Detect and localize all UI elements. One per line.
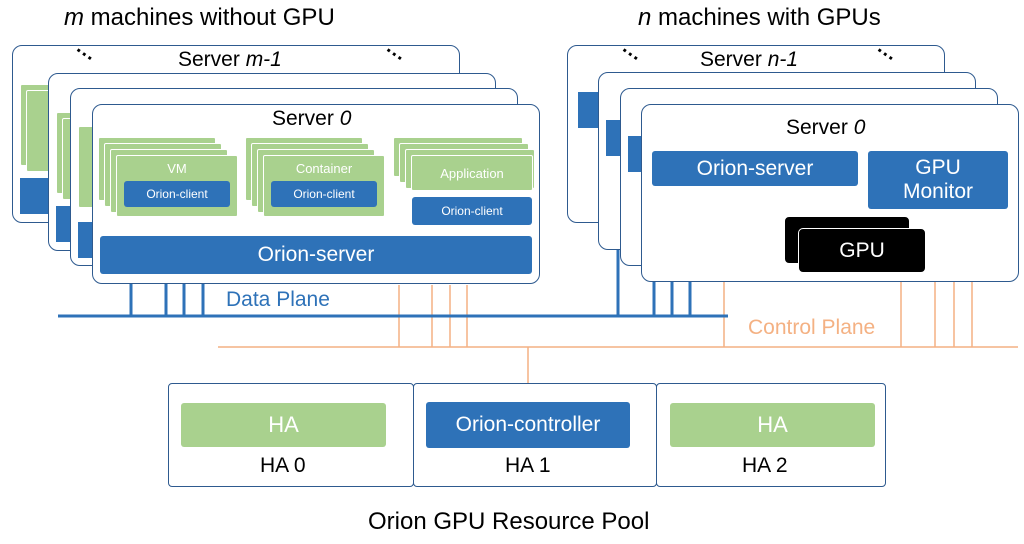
right-cluster-count-var: n	[638, 4, 652, 31]
container-orion-client: Orion-client	[271, 181, 377, 207]
server-index: 0	[339, 107, 352, 130]
right-back-server-label: Server n-1	[700, 48, 798, 72]
container-box: Container Orion-client	[263, 155, 385, 217]
application-box: Application	[411, 155, 533, 191]
left-front-server-label: Server 0	[272, 107, 351, 131]
ha1-label: HA 1	[505, 454, 551, 477]
left-cluster-title: m machines without GPU	[64, 4, 335, 32]
right-orion-server: Orion-server	[652, 151, 858, 186]
vm-label: VM	[167, 161, 187, 176]
application-orion-client: Orion-client	[412, 197, 532, 225]
application-label: Application	[440, 165, 504, 181]
right-cluster-title: n machines with GPUs	[638, 4, 881, 32]
container-label: Container	[295, 161, 353, 176]
left-cluster-count-var: m	[64, 4, 84, 31]
gpu-monitor-line1: GPU	[915, 155, 961, 179]
ha0-inner: HA	[181, 403, 386, 447]
right-cluster-title-text: machines with GPUs	[651, 4, 881, 31]
data-plane-label: Data Plane	[226, 288, 330, 311]
orion-controller: Orion-controller	[426, 402, 630, 448]
left-cluster-title-text: machines without GPU	[84, 4, 335, 31]
left-orion-server: Orion-server	[100, 236, 532, 274]
control-plane-label: Control Plane	[748, 316, 876, 339]
ha2-label: HA 2	[742, 454, 788, 477]
vm-orion-client: Orion-client	[124, 181, 230, 207]
ha0-label: HA 0	[260, 454, 306, 477]
server-index: m-1	[245, 48, 282, 71]
server-prefix: Server	[178, 48, 246, 71]
orion-server-peek	[20, 178, 48, 214]
pool-caption: Orion GPU Resource Pool	[368, 508, 650, 535]
server-prefix: Server	[786, 116, 854, 139]
server-index: n-1	[767, 48, 799, 71]
left-back-server-label: Server m-1	[178, 48, 282, 72]
gpu-monitor-line2: Monitor	[902, 180, 974, 203]
server-index: 0	[853, 116, 866, 139]
gpu-monitor: GPU Monitor	[868, 151, 1008, 209]
server-prefix: Server	[700, 48, 768, 71]
right-front-server-label: Server 0	[786, 116, 865, 140]
vm-box: VM Orion-client	[116, 155, 238, 217]
ha2-inner: HA	[670, 403, 875, 447]
server-prefix: Server	[272, 107, 340, 130]
gpu-card: GPU	[798, 228, 926, 273]
